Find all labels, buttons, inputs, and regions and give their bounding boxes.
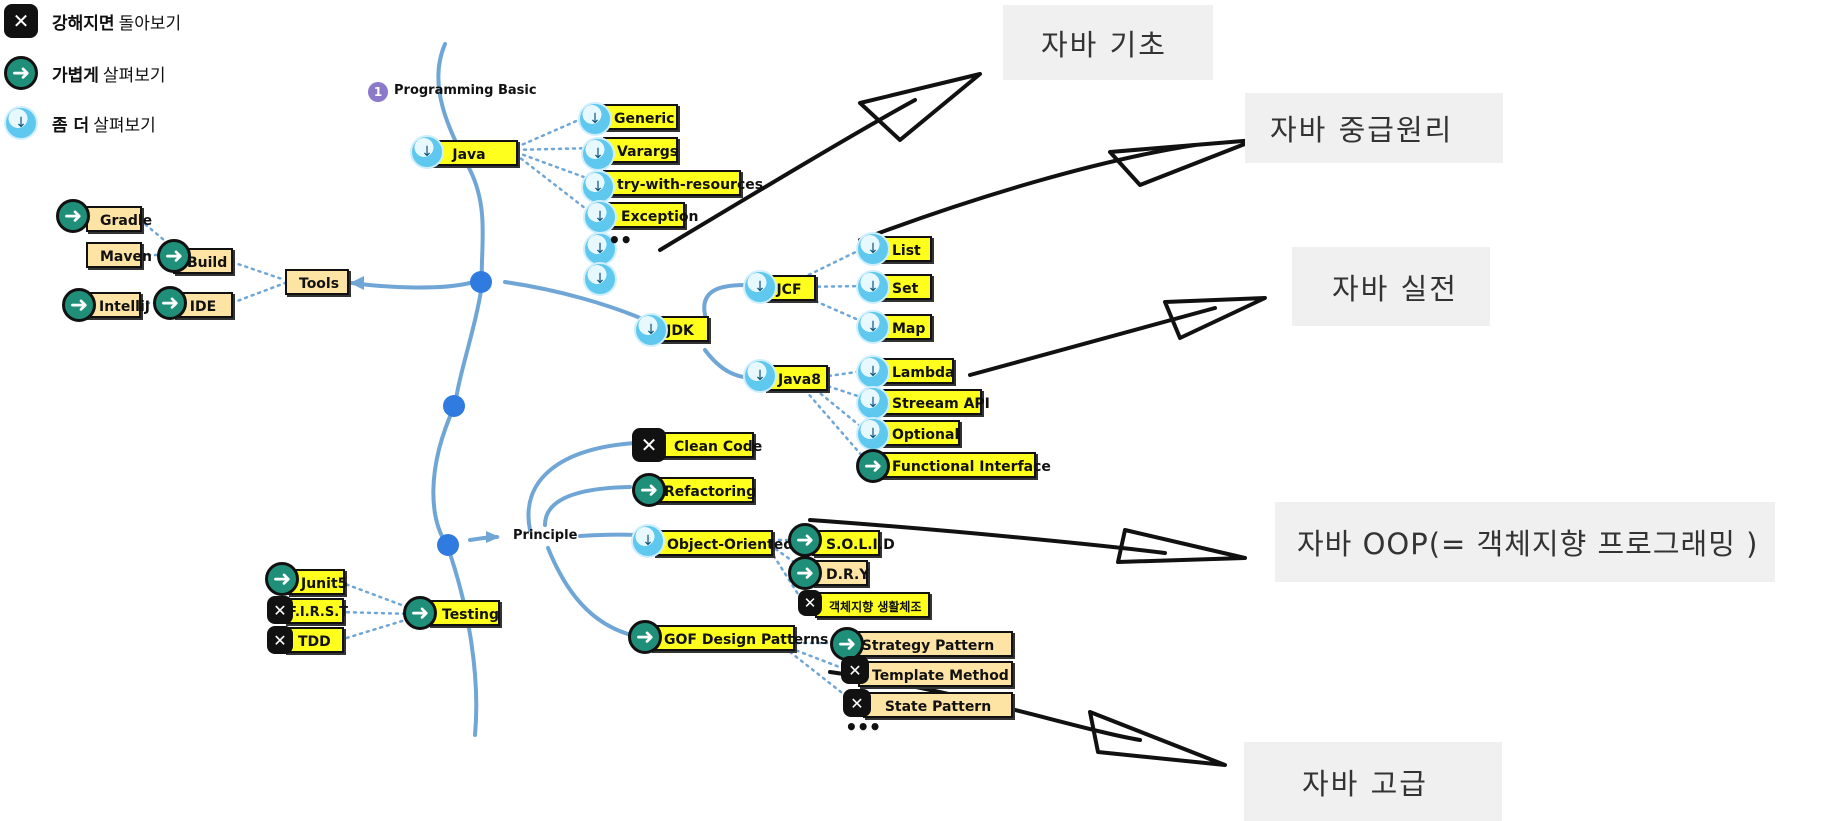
- arrow-right-icon: ➜: [403, 596, 437, 630]
- callout-java-practice: 자바 실전: [1292, 247, 1490, 326]
- node-generic[interactable]: Generic: [600, 104, 678, 130]
- x-icon: ✕: [632, 428, 666, 462]
- x-icon: ✕: [267, 596, 293, 624]
- patterns-more-ellipsis: •••: [845, 715, 881, 739]
- legend-bold-label: 가볍게: [52, 65, 99, 86]
- node-exception[interactable]: Exception: [607, 202, 699, 228]
- water-drop-icon: ↓: [743, 270, 777, 304]
- legend-bold-label: 강해지면: [52, 13, 115, 34]
- arrow-right-icon: ➜: [788, 523, 822, 557]
- section-number-badge: 1: [368, 82, 388, 102]
- legend-rest-label: 돌아보기: [118, 13, 182, 34]
- arrow-right-icon: ➜: [157, 239, 191, 273]
- x-icon: ✕: [843, 689, 871, 717]
- branch-junction-dot: [443, 395, 465, 417]
- water-drop-icon: ↓: [856, 270, 890, 304]
- x-icon: ✕: [841, 656, 869, 684]
- x-icon: ✕: [267, 626, 293, 654]
- node-solid[interactable]: S.O.L.I.D: [812, 530, 895, 556]
- node-varargs[interactable]: Varargs: [603, 137, 678, 163]
- arrow-right-icon: ➜: [56, 199, 90, 233]
- node-tools[interactable]: Tools: [285, 269, 349, 295]
- water-drop-icon: ↓: [856, 310, 890, 344]
- arrow-right-icon: ➜: [62, 288, 96, 322]
- node-state-pattern[interactable]: State Pattern: [863, 692, 1013, 718]
- legend-rest-label: 살펴보기: [93, 115, 156, 136]
- water-drop-icon: ↓: [410, 135, 444, 169]
- node-functional-interface[interactable]: Functional Interface: [878, 452, 1051, 478]
- x-icon: ✕: [4, 4, 38, 38]
- arrow-right-icon: ➜: [856, 449, 890, 483]
- water-drop-icon: ↓: [856, 355, 890, 389]
- callout-java-basic: 자바 기초: [1003, 5, 1213, 80]
- java-more-ellipsis: ••: [608, 228, 633, 252]
- water-drop-icon: ↓: [856, 386, 890, 420]
- node-object-oriented[interactable]: Object-Oriented: [653, 530, 793, 556]
- water-drop-icon: ↓: [856, 417, 890, 451]
- node-strategy-pattern[interactable]: Strategy Pattern: [843, 631, 1013, 657]
- water-drop-icon: ↓: [578, 102, 612, 136]
- water-drop-icon: ↓: [743, 359, 777, 393]
- node-tdd[interactable]: TDD: [284, 627, 344, 653]
- water-drop-icon: ↓: [583, 200, 617, 234]
- node-template-method-pattern[interactable]: Template Method Pattern: [858, 661, 1013, 687]
- water-drop-icon: ↓: [856, 232, 890, 266]
- water-drop-icon: ↓: [581, 170, 615, 204]
- water-drop-icon: ↓: [634, 313, 668, 347]
- callout-java-intermediate: 자바 중급원리: [1245, 93, 1503, 163]
- node-try-with-resources[interactable]: try-with-resources: [603, 170, 763, 196]
- arrow-right-icon: ➜: [153, 286, 187, 320]
- node-maven[interactable]: Maven: [86, 242, 152, 268]
- node-stream-api[interactable]: Streeam API: [878, 389, 990, 415]
- node-lambda[interactable]: Lambda: [878, 358, 954, 384]
- callout-java-advanced: 자바 고급: [1244, 742, 1502, 821]
- water-drop-icon: ↓: [631, 524, 665, 558]
- node-gradle[interactable]: Gradle: [86, 206, 152, 232]
- arrow-right-icon: ➜: [4, 56, 38, 90]
- callout-java-oop: 자바 OOP(= 객체지향 프로그래밍 ): [1275, 502, 1775, 582]
- arrow-right-icon: ➜: [632, 473, 666, 507]
- node-first[interactable]: F.I.R.S.T: [284, 598, 348, 624]
- water-drop-icon: ↓: [581, 137, 615, 171]
- branch-junction-dot: [470, 271, 492, 293]
- arrow-right-icon: ➜: [788, 556, 822, 590]
- arrow-right-icon: ➜: [628, 620, 662, 654]
- branch-junction-dot: [437, 534, 459, 556]
- node-optional[interactable]: Optional: [878, 420, 960, 446]
- water-drop-icon: ↓: [4, 106, 38, 140]
- node-clean-code[interactable]: Clean Code: [660, 432, 762, 458]
- legend-bold-label: 좀 더: [52, 115, 90, 136]
- node-dry[interactable]: D.R.Y: [812, 560, 869, 586]
- node-gof-design-patterns[interactable]: GOF Design Patterns: [650, 625, 828, 651]
- node-refactoring[interactable]: Refactoring: [650, 477, 756, 503]
- node-oop-exercise[interactable]: 객체지향 생활체조: [815, 592, 930, 618]
- arrow-right-icon: ➜: [265, 562, 299, 596]
- water-drop-icon: ↓: [583, 262, 617, 296]
- x-icon: ✕: [798, 590, 822, 616]
- node-testing[interactable]: Testing: [428, 600, 500, 626]
- section-title: Programming Basic: [394, 83, 537, 98]
- legend-rest-label: 살펴보기: [102, 65, 166, 86]
- node-principle[interactable]: Principle: [513, 528, 578, 543]
- arrow-right-icon: ➜: [830, 627, 864, 661]
